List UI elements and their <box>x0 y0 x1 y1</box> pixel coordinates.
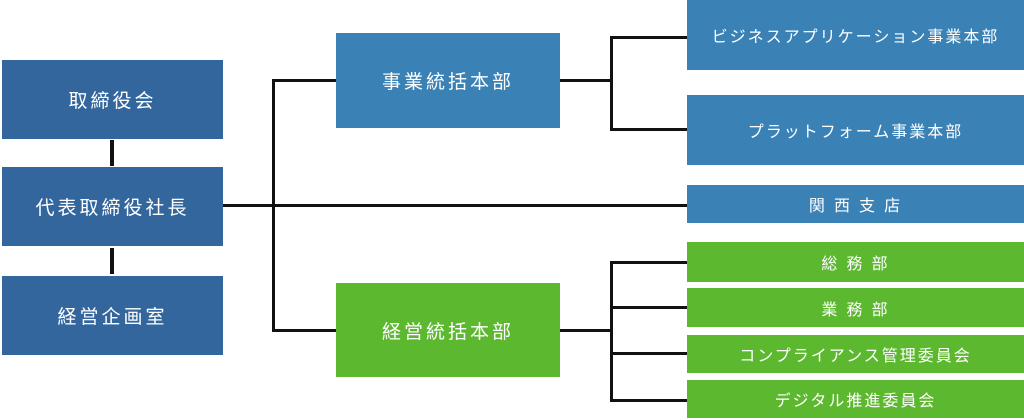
corporate-planning-box: 経営企画室 <box>2 276 223 355</box>
business-application-division-box: ビジネスアプリケーション事業本部 <box>687 0 1024 70</box>
connector-management-branch-vertical <box>610 261 613 402</box>
connector-to-management-hq <box>272 329 336 332</box>
connector-hq-vertical <box>272 79 275 332</box>
connector-to-bizapp <box>610 36 687 39</box>
kansai-branch-box: 関 西 支 店 <box>687 185 1024 223</box>
connector-business-hq-out <box>560 79 612 82</box>
platform-division-box: プラットフォーム事業本部 <box>687 95 1024 165</box>
compliance-committee-label: コンプライアンス管理委員会 <box>739 346 972 365</box>
president-label: 代表取締役社長 <box>35 197 190 219</box>
connector-to-business-hq <box>272 79 336 82</box>
general-affairs-label: 総 務 部 <box>821 254 890 273</box>
president-box: 代表取締役社長 <box>2 167 223 246</box>
corporate-planning-label: 経営企画室 <box>57 306 168 328</box>
connector-business-branch-vertical <box>610 36 613 131</box>
connector-board-president <box>110 140 114 166</box>
connector-to-operations <box>610 306 687 309</box>
management-hq-label: 経営統括本部 <box>381 320 514 343</box>
platform-division-label: プラットフォーム事業本部 <box>747 122 964 141</box>
connector-to-compliance <box>610 352 687 355</box>
business-application-division-label: ビジネスアプリケーション事業本部 <box>711 27 1000 46</box>
compliance-committee-box: コンプライアンス管理委員会 <box>687 335 1024 373</box>
connector-to-platform <box>610 128 687 131</box>
business-hq-box: 事業統括本部 <box>336 33 560 128</box>
digital-promotion-committee-label: デジタル推進委員会 <box>774 391 937 410</box>
board-of-directors-box: 取締役会 <box>2 60 223 139</box>
kansai-branch-label: 関 西 支 店 <box>808 196 903 215</box>
operations-box: 業 務 部 <box>687 288 1024 327</box>
board-of-directors-label: 取締役会 <box>68 90 157 112</box>
connector-president-planning <box>110 248 114 274</box>
connector-to-general-affairs <box>610 261 687 264</box>
operations-label: 業 務 部 <box>821 299 890 319</box>
business-hq-label: 事業統括本部 <box>381 71 514 93</box>
digital-promotion-committee-box: デジタル推進委員会 <box>687 380 1024 418</box>
connector-president-trunk <box>223 204 687 207</box>
management-hq-box: 経営統括本部 <box>336 283 560 377</box>
connector-to-digital <box>610 399 687 402</box>
general-affairs-box: 総 務 部 <box>687 242 1024 282</box>
connector-management-hq-out <box>560 329 612 332</box>
